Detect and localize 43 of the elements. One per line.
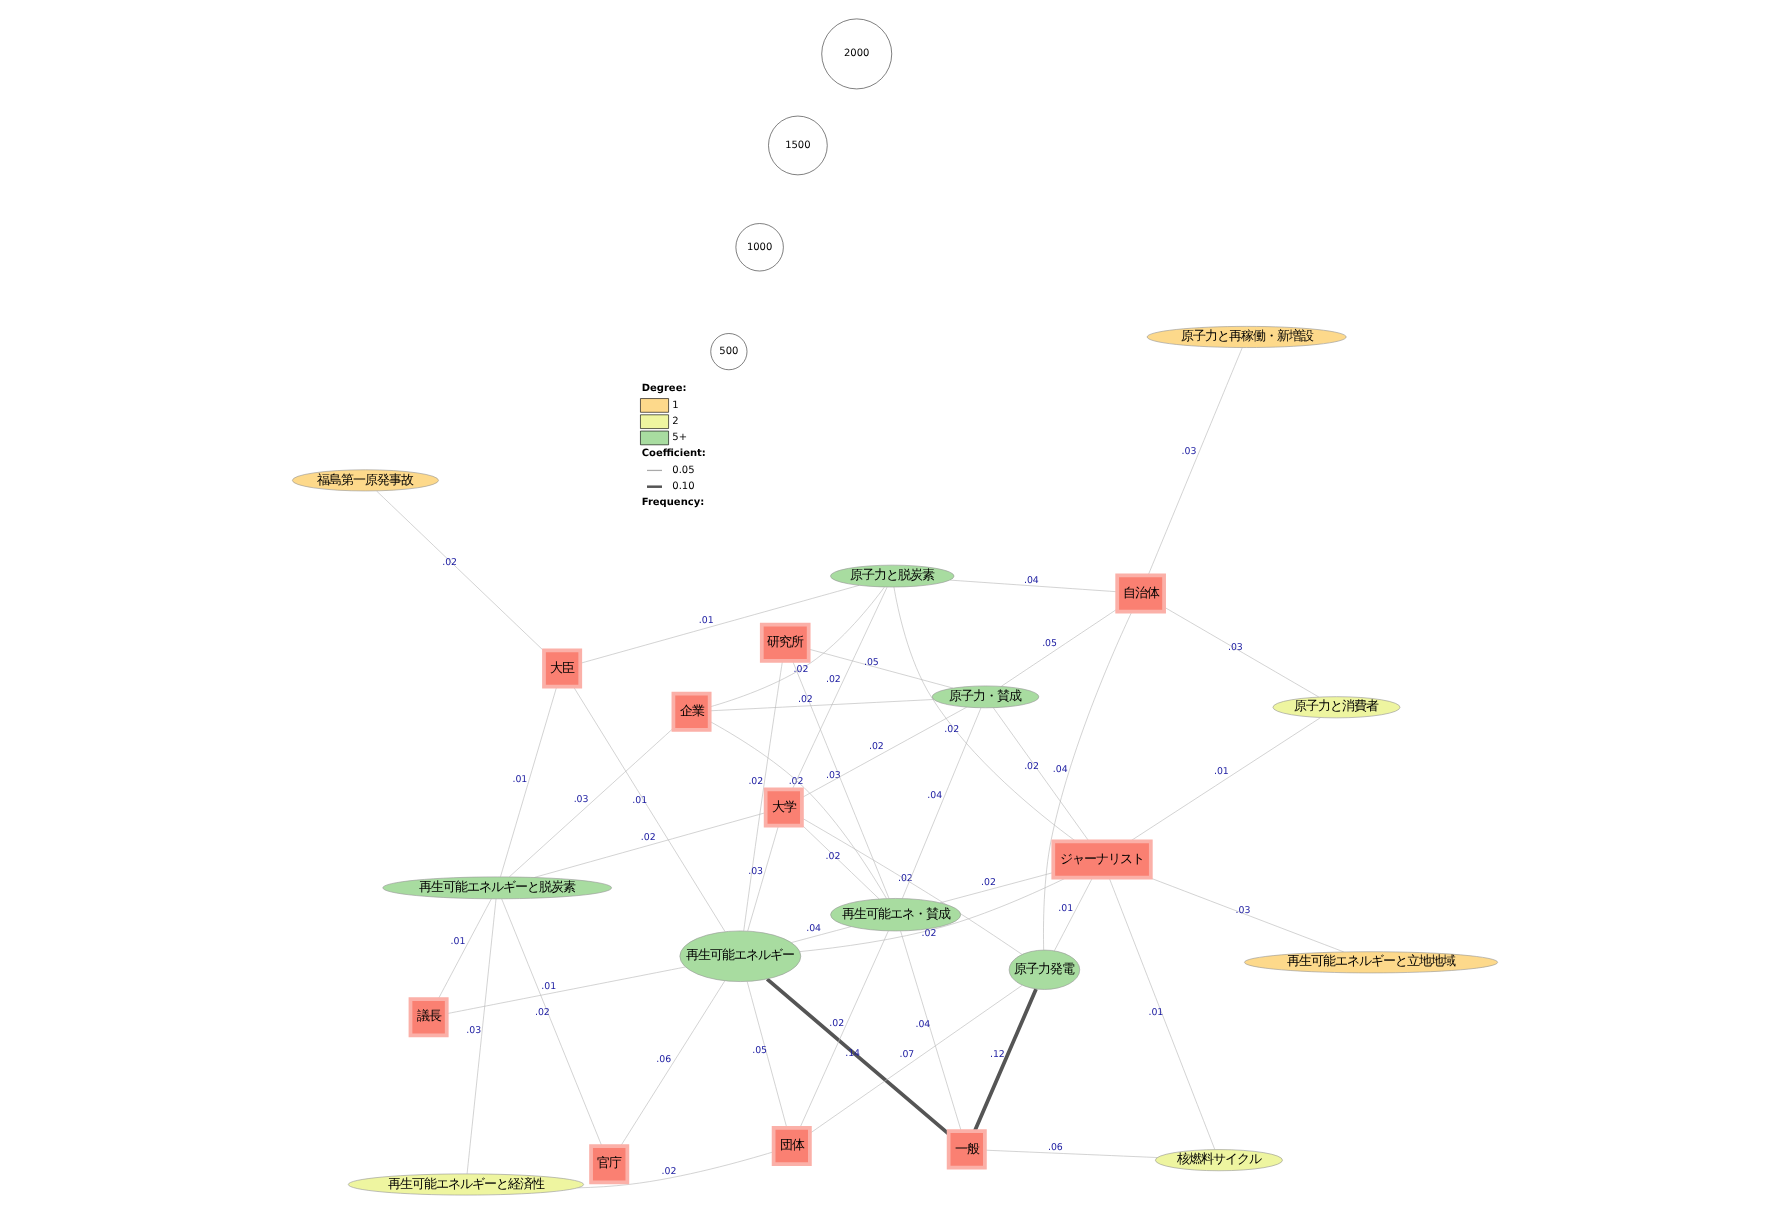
connector — [501, 898, 603, 1147]
connector — [620, 980, 726, 1147]
connector — [500, 686, 558, 877]
connector — [1054, 877, 1093, 952]
connector — [376, 490, 545, 652]
connector — [792, 660, 890, 899]
connector — [939, 872, 1054, 904]
connector — [972, 988, 1038, 1132]
connector — [799, 930, 889, 1129]
connector — [534, 812, 766, 878]
connector — [765, 977, 950, 1136]
connector — [1147, 347, 1243, 576]
connector — [747, 825, 779, 932]
connector — [509, 728, 674, 878]
connector — [1149, 877, 1345, 953]
connector — [801, 824, 880, 900]
connector — [1163, 606, 1320, 698]
connector — [1000, 608, 1118, 687]
connector — [466, 898, 497, 1175]
connector — [902, 707, 982, 899]
connector — [743, 660, 783, 932]
connector — [949, 579, 1118, 593]
connector — [1043, 611, 1133, 951]
connector — [709, 586, 885, 708]
connector — [984, 1149, 1158, 1158]
connector — [893, 586, 1077, 842]
connector — [801, 706, 968, 798]
connector — [791, 586, 888, 790]
connector — [573, 686, 726, 932]
connector — [709, 721, 887, 899]
connector — [446, 966, 686, 1014]
connector — [709, 699, 935, 712]
connector — [746, 981, 788, 1129]
connector — [437, 898, 492, 1000]
connector — [791, 926, 852, 943]
connector — [1129, 717, 1321, 842]
connector — [1108, 877, 1216, 1150]
connector — [577, 1151, 774, 1189]
connector — [801, 817, 1023, 955]
connector — [992, 707, 1090, 842]
connector — [900, 930, 962, 1132]
connector — [809, 984, 1023, 1134]
connector — [808, 648, 954, 689]
